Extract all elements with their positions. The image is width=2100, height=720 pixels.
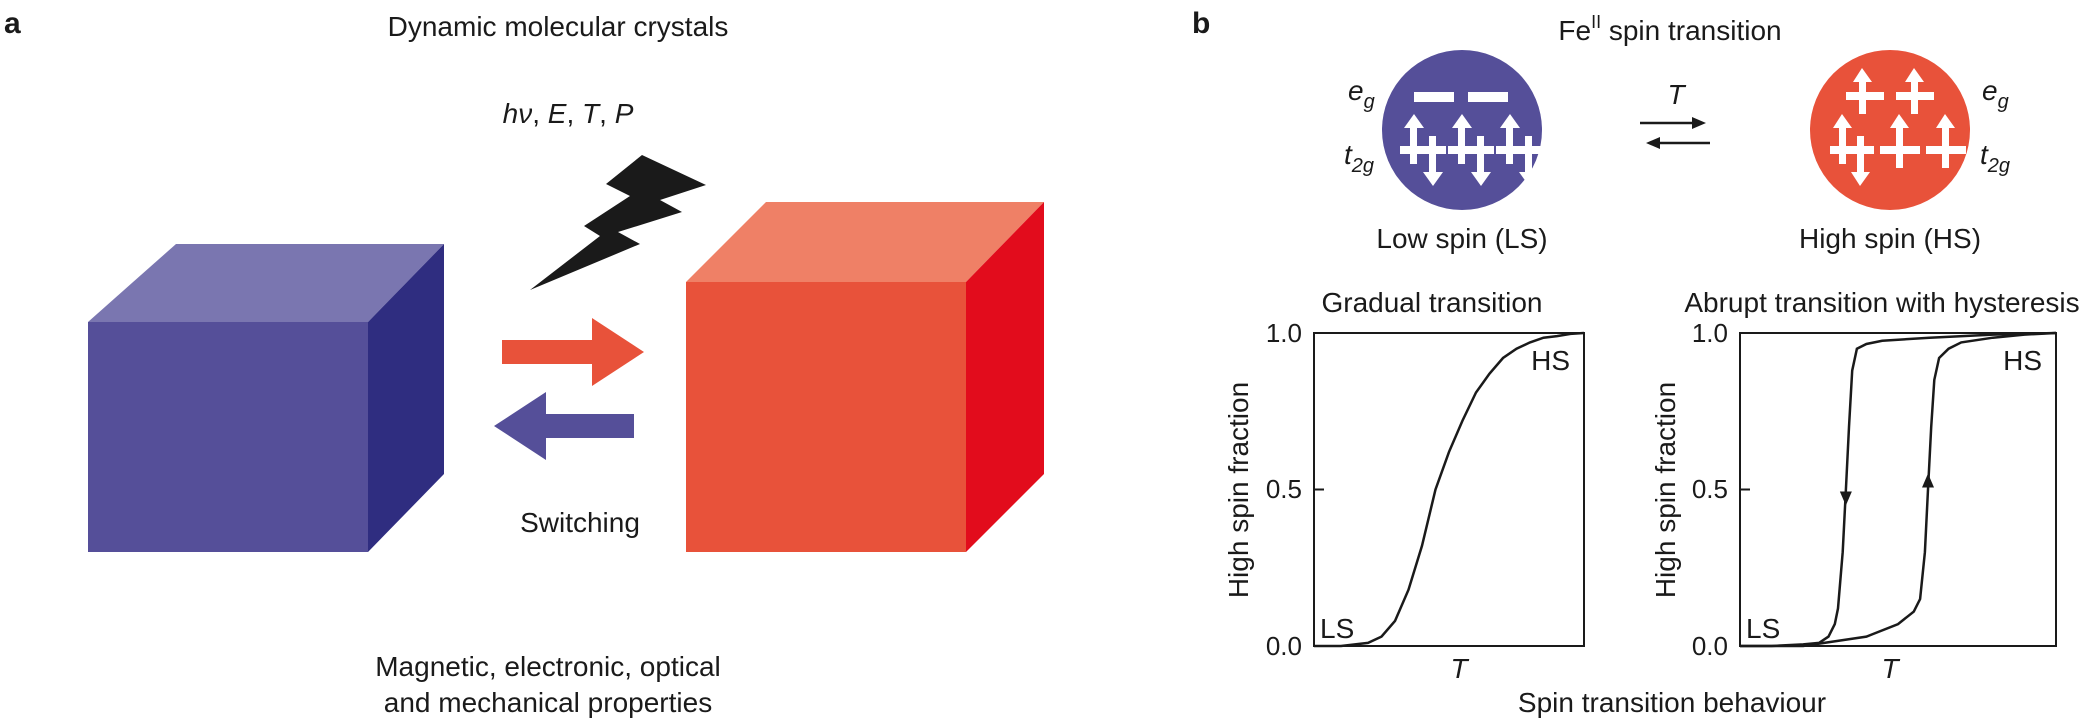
switching-label: Switching (520, 507, 640, 538)
y-tick-label: 0.0 (1692, 631, 1728, 661)
heating-direction-arrow-icon (1922, 473, 1935, 488)
ls-eg-orbitals (1414, 92, 1508, 102)
chart-gradual-title: Gradual transition (1321, 287, 1542, 318)
blue-cube-front (88, 322, 368, 552)
y-tick-label: 1.0 (1692, 318, 1728, 348)
high-spin-label: High spin (HS) (1799, 223, 1981, 254)
panel-a-letter: a (4, 7, 21, 40)
chart-gradual-hs-annotation: HS (1531, 345, 1570, 376)
low-spin-diagram: eg t2g Low spin (LS) (1344, 50, 1548, 254)
hs-t2g-label: t2g (1980, 139, 2010, 177)
chart-gradual-ylabel: High spin fraction (1223, 382, 1254, 598)
equilibrium-label: T (1667, 79, 1686, 110)
blue-cube-side (368, 244, 444, 552)
chart-gradual-frame (1313, 332, 1585, 647)
panel-a: a Dynamic molecular crystals hν, E, T, P… (4, 7, 1044, 718)
hs-eg-label: eg (1982, 75, 2009, 113)
hs-eg-electrons (1846, 68, 1934, 114)
red-cube-top (686, 202, 1044, 282)
chart-gradual-curve (1314, 331, 1585, 648)
chart-hysteresis-hs-annotation: HS (2003, 345, 2042, 376)
panel-b-footer: Spin transition behaviour (1518, 687, 1826, 718)
panel-b: b FeII spin transition eg t2g Low spin (… (1192, 7, 2080, 718)
chart-hysteresis-frame (1739, 332, 2057, 647)
chart-hysteresis-ylabel: High spin fraction (1650, 382, 1681, 598)
ls-t2g-paired-electrons (1400, 114, 1542, 186)
lightning-bolt-icon (530, 155, 706, 290)
chart-hysteresis-heating-curve (1740, 331, 2057, 648)
chart-gradual-yticks: 1.0 0.5 0.0 (1266, 318, 1324, 661)
chart-hysteresis-yticks: 1.0 0.5 0.0 (1692, 318, 1750, 661)
y-tick-label: 1.0 (1266, 318, 1302, 348)
chart-hysteresis-xlabel: T (1881, 653, 1900, 684)
backward-arrow-icon (494, 392, 634, 460)
high-spin-circle (1810, 50, 1970, 210)
chart-hysteresis-title: Abrupt transition with hysteresis (1684, 287, 2079, 318)
cooling-direction-arrow-icon (1839, 491, 1852, 506)
chart-gradual-xlabel: T (1450, 653, 1469, 684)
forward-arrow-icon (502, 318, 644, 386)
panel-a-title: Dynamic molecular crystals (388, 11, 729, 42)
hs-t2g-electrons (1830, 114, 1966, 186)
chart-hysteresis-cooling-curve (1740, 331, 2057, 648)
ls-eg-label: eg (1348, 75, 1375, 113)
blue-cube-top (88, 244, 444, 322)
red-cube-front (686, 282, 966, 552)
y-tick-label: 0.5 (1266, 474, 1302, 504)
ls-t2g-label: t2g (1344, 139, 1374, 177)
chart-gradual-ls-annotation: LS (1320, 613, 1354, 644)
stimuli-label: hν, E, T, P (503, 98, 634, 129)
low-spin-label: Low spin (LS) (1376, 223, 1547, 254)
y-tick-label: 0.5 (1692, 474, 1728, 504)
panel-b-letter: b (1192, 7, 1210, 40)
properties-line-1: Magnetic, electronic, optical (375, 651, 721, 682)
properties-line-2: and mechanical properties (384, 687, 712, 718)
panel-b-title: FeII spin transition (1558, 12, 1781, 46)
blue-cube (88, 244, 444, 552)
red-cube (686, 202, 1044, 552)
y-tick-label: 0.0 (1266, 631, 1302, 661)
red-cube-side (966, 202, 1044, 552)
high-spin-diagram: eg t2g High spin (HS) (1799, 50, 2010, 254)
chart-hysteresis: Abrupt transition with hysteresis 1.0 0.… (1650, 287, 2080, 684)
chart-gradual: Gradual transition 1.0 0.5 0.0 High spin… (1223, 287, 1585, 684)
chart-hysteresis-ls-annotation: LS (1746, 613, 1780, 644)
equilibrium-arrows-icon: T (1640, 79, 1710, 149)
